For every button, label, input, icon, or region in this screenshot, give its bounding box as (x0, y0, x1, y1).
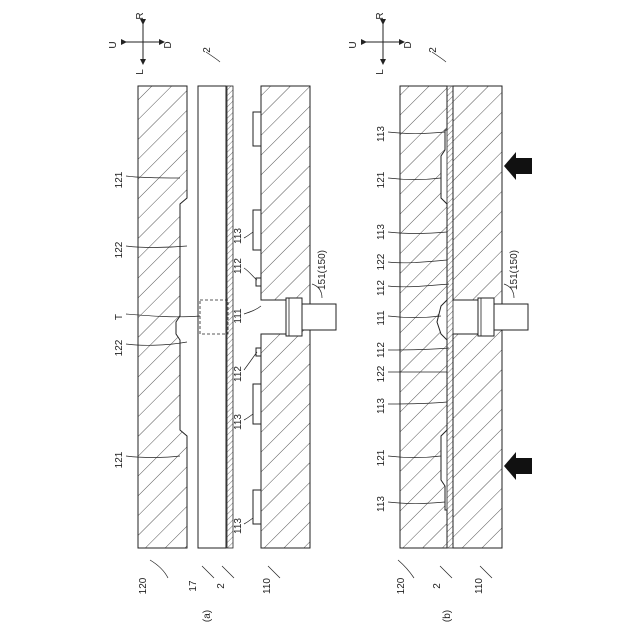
label-a-top-2: 2 (202, 47, 213, 53)
label-a-112-1: 112 (233, 258, 244, 274)
press-arrow-upper (504, 152, 532, 180)
label-a-121-1: 121 (114, 171, 125, 188)
leader-a-113-2 (244, 414, 253, 420)
sheet-a (198, 86, 226, 548)
leader-b-110 (480, 566, 492, 578)
pad-a-2 (253, 210, 261, 250)
label-b-122-2: 122 (376, 365, 387, 382)
label-b-113-3: 113 (376, 398, 387, 414)
upper-plate-b (400, 86, 447, 548)
label-b-2: 2 (432, 583, 443, 589)
press-arrow-lower (504, 452, 532, 480)
label-a-112-2: 112 (233, 366, 244, 382)
label-b-110: 110 (474, 578, 485, 594)
pad-a-3 (253, 384, 261, 424)
label-a-113-3: 113 (233, 518, 244, 534)
leader-a-113-3 (244, 518, 253, 524)
leader-a-110 (268, 566, 280, 578)
compass-a: R L U D (108, 12, 174, 74)
compass-a-left-label: L (135, 69, 146, 75)
leader-a-113-1 (244, 232, 253, 238)
pad-a-1 (253, 112, 261, 146)
label-a-121-2: 121 (114, 451, 125, 468)
label-b-112-2: 112 (376, 342, 387, 358)
label-a-120: 120 (138, 577, 149, 594)
compass-a-down-label: D (163, 41, 174, 48)
label-a-2: 2 (216, 583, 227, 589)
label-b-151: 151(150) (509, 250, 520, 290)
nozzle-pipe-b (494, 304, 528, 330)
label-b-121-2: 121 (376, 449, 387, 466)
leader-a-111 (244, 306, 261, 314)
compass-b-up-label: U (348, 41, 359, 48)
label-a-111: 111 (233, 308, 244, 324)
label-b-top-2: 2 (428, 47, 439, 53)
compass-a-up-label: U (108, 41, 119, 48)
leader-a-112-2 (244, 352, 257, 370)
label-b-122-1: 122 (376, 253, 387, 270)
label-a-113-2: 113 (233, 414, 244, 430)
compass-b-down-label: D (403, 41, 414, 48)
label-a-151: 151(150) (317, 250, 328, 290)
pin-a-1 (256, 278, 261, 286)
compass-b-right-label: R (375, 12, 386, 19)
leader-b-120 (398, 560, 414, 578)
label-a-17: 17 (188, 580, 199, 592)
figure-a: R L U D (108, 12, 336, 622)
leader-a-17 (202, 566, 214, 578)
nozzle-pipe-a (302, 304, 336, 330)
label-b-111: 111 (376, 310, 387, 326)
label-b-113-4: 113 (376, 496, 387, 512)
compass-b-left-label: L (375, 69, 386, 75)
label-b-112-1: 112 (376, 280, 387, 296)
nozzle-head-a (286, 298, 302, 336)
label-a-122-2: 122 (114, 339, 125, 356)
label-b-113-1: 113 (376, 126, 387, 142)
substrate-b (447, 86, 453, 548)
leader-a-112-1 (244, 268, 257, 280)
leader-a-120 (150, 560, 168, 578)
compass-b: R L U D (348, 12, 414, 74)
compass-a-right-label: R (135, 12, 146, 19)
label-b-121-1: 121 (376, 171, 387, 188)
label-a-T: T (114, 314, 125, 320)
leader-b-2 (440, 566, 452, 578)
leader-a-2 (222, 566, 234, 578)
nozzle-head-b (478, 298, 494, 336)
caption-b: (b) (442, 610, 453, 622)
label-a-122-1: 122 (114, 241, 125, 258)
label-b-113-2: 113 (376, 224, 387, 240)
label-a-113-1: 113 (233, 228, 244, 244)
label-b-120: 120 (396, 577, 407, 594)
caption-a: (a) (202, 610, 213, 622)
label-a-110: 110 (262, 578, 273, 594)
figure-b: R L U D (348, 12, 532, 622)
pad-a-4 (253, 490, 261, 524)
